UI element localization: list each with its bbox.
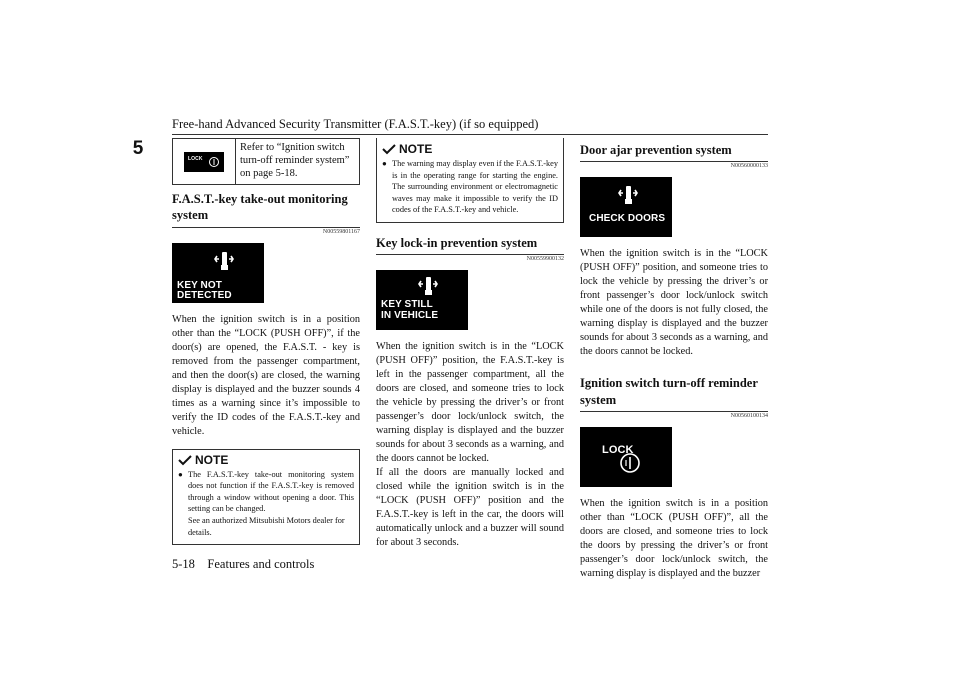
- section-code: N00560100134: [730, 412, 768, 419]
- section-code: N00559801167: [322, 228, 360, 235]
- column-1: LOCK Refer to “Ignition switch turn-off …: [172, 138, 360, 546]
- section-title-ajar: Door ajar prevention system: [580, 143, 732, 157]
- page-number: 5-18: [172, 557, 195, 571]
- key-not-detected-display: KEY NOT DETECTED: [172, 242, 264, 303]
- reference-text: Refer to “Ignition switch turn-off remin…: [240, 142, 350, 180]
- chapter-number: 5: [128, 138, 148, 164]
- takeout-body: When the ignition switch is in a positio…: [172, 313, 360, 437]
- key-still-in-vehicle-display: KEY STILL IN VEHICLE: [376, 270, 468, 331]
- column-3: Door ajar prevention system N00560000133…: [580, 138, 768, 581]
- ajar-body: When the ignition switch is in the “LOCK…: [580, 248, 768, 358]
- key-icon: [214, 251, 234, 270]
- note-label: NOTE: [195, 452, 229, 467]
- lock-display-thumbnail: LOCK: [184, 151, 224, 172]
- note-bullet-text: The F.A.S.T.-key take-out monitoring sys…: [188, 469, 354, 514]
- note-box: NOTE ● The warning may display even if t…: [376, 138, 564, 224]
- note-label: NOTE: [399, 142, 433, 156]
- section-title-takeout: F.A.S.T.-key take-out monitoring system: [172, 192, 348, 223]
- lockin-body-1: When the ignition switch is in the “LOCK…: [376, 341, 564, 465]
- page-footer: 5-18 Features and controls: [172, 557, 314, 572]
- note-box: NOTE ● The F.A.S.T.-key take-out monitor…: [172, 448, 360, 546]
- footer-section: Features and controls: [207, 557, 315, 571]
- lock-display: LOCK: [580, 426, 672, 487]
- ignition-button-icon: [209, 156, 219, 167]
- note-check-icon: [178, 454, 192, 465]
- note-check-icon: [382, 144, 396, 155]
- ignition-button-icon: [620, 452, 640, 473]
- key-icon: [418, 277, 438, 296]
- lockin-body-2: If all the doors are manually locked and…: [376, 467, 564, 549]
- column-2: NOTE ● The warning may display even if t…: [376, 138, 564, 550]
- bullet-icon: ●: [382, 159, 387, 168]
- page-header: Free-hand Advanced Security Transmitter …: [172, 117, 539, 131]
- header-rule: [172, 134, 768, 135]
- section-code: N00560000133: [730, 163, 768, 170]
- key-icon: [618, 186, 638, 205]
- section-title-lockin: Key lock-in prevention system: [376, 236, 538, 251]
- reminder-body: When the ignition switch is in a positio…: [580, 497, 768, 579]
- section-title-reminder: Ignition switch turn-off reminder system: [580, 376, 758, 407]
- note-sub-text: See an authorized Mitsubishi Motors deal…: [188, 515, 345, 537]
- reference-box: LOCK Refer to “Ignition switch turn-off …: [172, 138, 360, 185]
- section-code: N00559900132: [526, 256, 564, 263]
- bullet-icon: ●: [178, 469, 183, 479]
- check-doors-display: CHECK DOORS: [580, 177, 672, 238]
- note-bullet-text: The warning may display even if the F.A.…: [392, 159, 558, 215]
